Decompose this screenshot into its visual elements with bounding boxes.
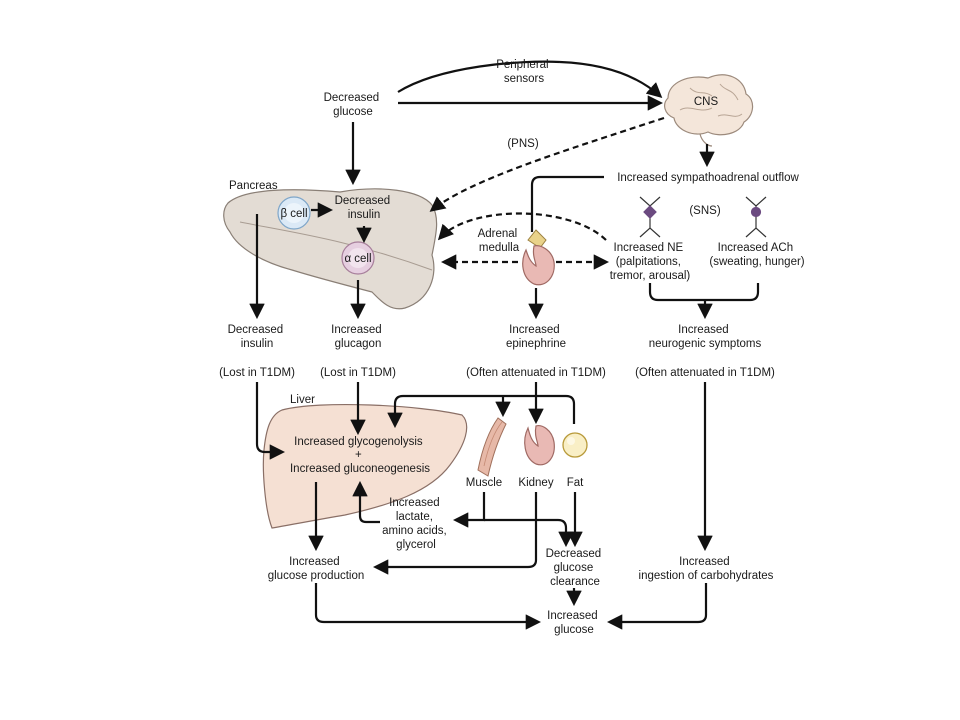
arrow-kidney-to-production <box>372 492 538 575</box>
label-increased-epinephrine: Increased epinephrine <box>506 324 566 350</box>
label-pancreas-decreased-insulin: Decreased insulin <box>335 195 394 221</box>
arrow-insulin-to-liver <box>255 382 286 460</box>
arrow-ingestion-to-glucose <box>606 583 708 630</box>
liver-shape <box>262 403 468 529</box>
arrow-epinephrine-to-liver <box>387 394 576 429</box>
label-attenuated-neurogenic: (Often attenuated in T1DM) <box>635 367 775 379</box>
label-increased-ach: Increased ACh (sweating, hunger) <box>709 242 804 268</box>
arrow-ne-to-pancreas <box>437 212 607 241</box>
label-sns: (SNS) <box>689 205 720 217</box>
muscle-icon <box>477 417 507 477</box>
label-glucose-clearance: Decreased glucose clearance <box>546 548 605 588</box>
label-lost-t1dm-glucagon: (Lost in T1DM) <box>320 367 396 379</box>
kidney-icon <box>524 425 555 466</box>
diagram-labels: Peripheral sensors Decreased glucose CNS… <box>219 59 805 636</box>
label-peripheral-sensors: Peripheral sensors <box>496 59 552 85</box>
label-decreased-insulin: Decreased insulin <box>228 324 287 350</box>
arrow-muscle-to-substrates <box>452 492 486 528</box>
bracket-ne-ach <box>648 283 760 302</box>
label-lost-t1dm-insulin: (Lost in T1DM) <box>219 367 295 379</box>
label-attenuated-epinephrine: (Often attenuated in T1DM) <box>466 367 606 379</box>
beta-cell-shape <box>277 196 311 230</box>
label-alpha-cell: α cell <box>344 253 371 265</box>
label-neurogenic-symptoms: Increased neurogenic symptoms <box>649 324 762 350</box>
label-muscle: Muscle <box>466 477 502 489</box>
label-beta-cell: β cell <box>280 208 307 220</box>
label-increased-glucagon: Increased glucagon <box>331 324 385 350</box>
arrow-substrates-to-liver <box>352 480 380 524</box>
arrow-glucose-to-peripheral <box>397 60 561 93</box>
adrenal-kidney-icon <box>522 229 555 286</box>
pancreas-shape <box>223 188 438 310</box>
label-increased-glucose: Increased glucose <box>547 610 601 636</box>
sns-synapse-ach-icon <box>745 196 767 238</box>
label-substrates: Increased lactate, amino acids, glycerol <box>382 497 450 551</box>
label-pancreas: Pancreas <box>229 180 278 192</box>
label-adrenal-medulla: Adrenal medulla <box>478 228 521 254</box>
label-ingestion-carbohydrates: Increased ingestion of carbohydrates <box>639 556 774 582</box>
label-decreased-glucose: Decreased glucose <box>324 92 383 118</box>
label-sympathoadrenal-outflow: Increased sympathoadrenal outflow <box>617 172 799 184</box>
sns-synapse-ne-icon <box>639 196 661 238</box>
arrow-peripheral-to-cns <box>559 60 663 99</box>
alpha-cell-shape <box>341 241 375 275</box>
arrow-production-to-glucose <box>314 583 542 630</box>
line-sympathoadrenal-to-adrenal <box>530 175 604 232</box>
label-glucose-production: Increased glucose production <box>268 556 365 582</box>
pancreas-duct <box>239 221 433 271</box>
label-fat: Fat <box>567 477 584 489</box>
arrow-cns-pns <box>429 116 665 212</box>
label-cns: CNS <box>694 96 719 108</box>
fat-cell-icon <box>562 432 588 458</box>
brain-icon <box>664 74 754 147</box>
label-increased-ne: Increased NE (palpitations, tremor, arou… <box>610 242 691 282</box>
arrow-muscle-to-clearance <box>484 518 574 548</box>
label-liver: Liver <box>290 394 315 406</box>
connector-arrows <box>249 60 760 630</box>
label-kidney: Kidney <box>518 477 553 489</box>
label-pns: (PNS) <box>507 138 538 150</box>
label-liver-effects: Increased glycogenolysis + Increased glu… <box>290 436 430 475</box>
